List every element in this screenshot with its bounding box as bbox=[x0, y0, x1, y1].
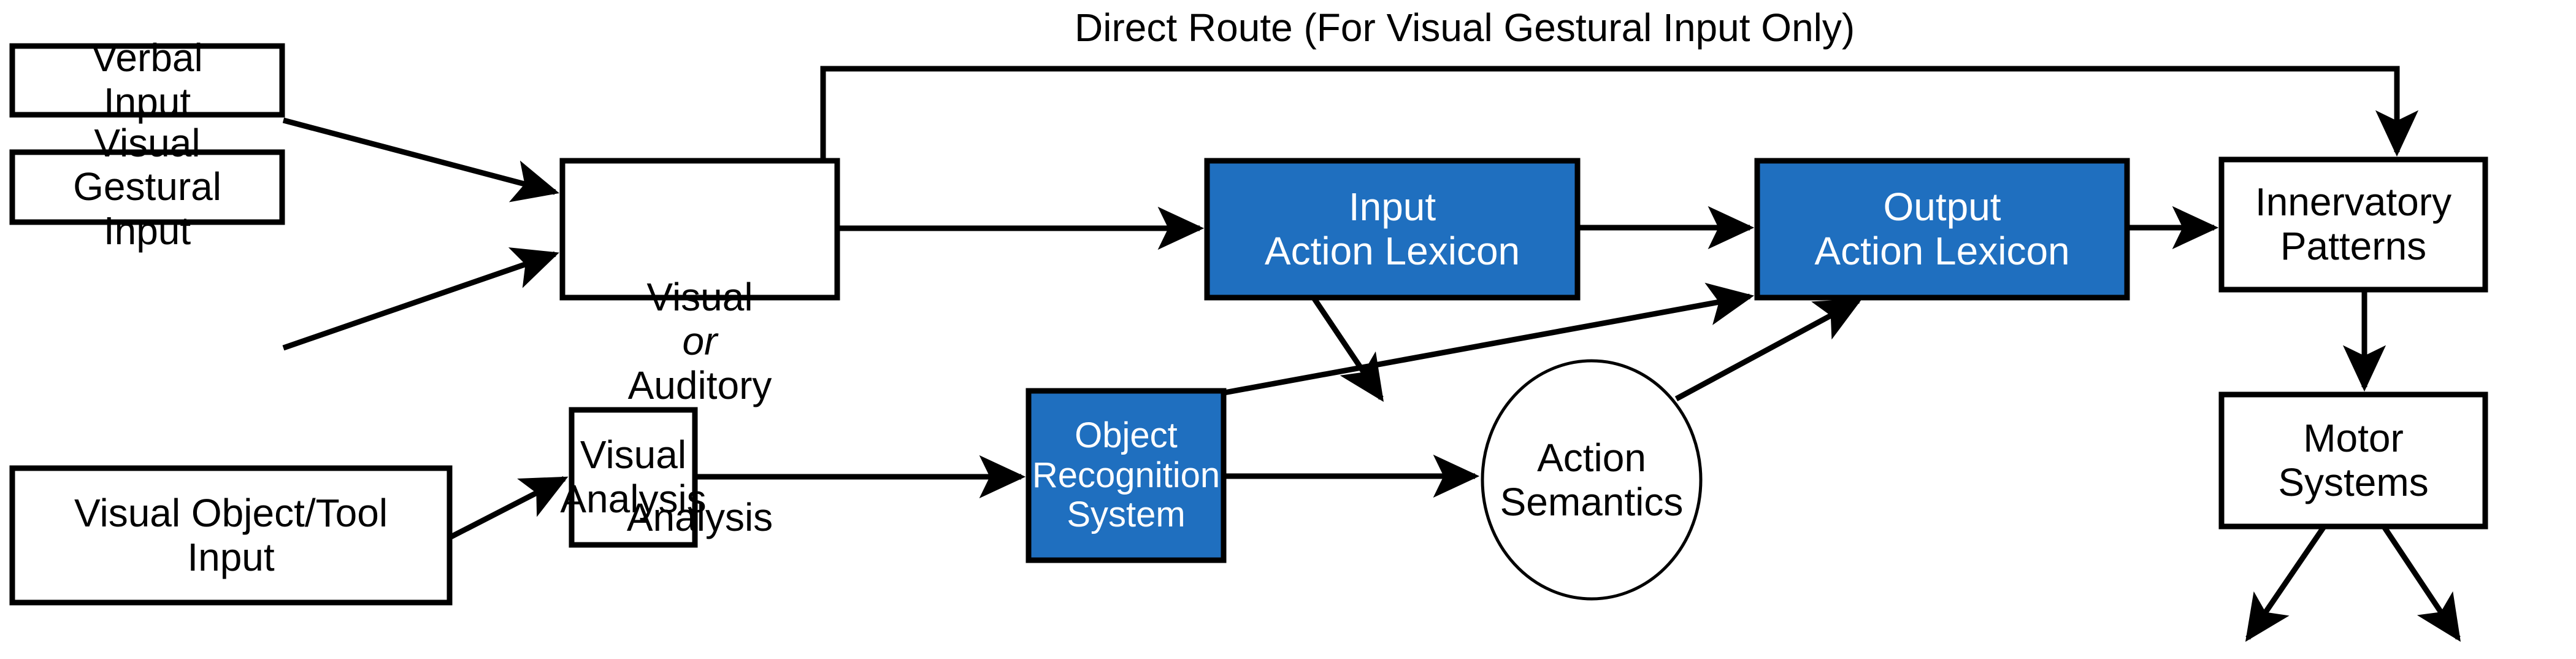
node-shape-output-action-lexicon bbox=[1754, 158, 2130, 301]
node-shapes bbox=[9, 43, 2488, 606]
node-shape-action-semantics bbox=[1481, 359, 1703, 601]
edge-ms-out-left bbox=[2245, 526, 2326, 642]
node-shape-innervatory-patterns bbox=[2218, 156, 2488, 293]
edge-ial-to-as bbox=[1312, 297, 1384, 402]
edge-verbal-to-vaa bbox=[282, 117, 559, 202]
node-shape-object-recognition-system bbox=[1025, 388, 1227, 563]
edge-object-to-va bbox=[449, 476, 569, 540]
node-shape-verbal-input bbox=[9, 43, 285, 118]
node-shape-visual-object-tool-input bbox=[9, 465, 453, 606]
edge-direct-route bbox=[820, 66, 2419, 161]
edges bbox=[282, 66, 2461, 642]
edge-ors-to-oal bbox=[1224, 282, 1755, 396]
edge-gestural-to-vaa bbox=[282, 247, 559, 351]
edge-as-to-oal bbox=[1674, 298, 1863, 401]
node-shape-visual-analysis bbox=[569, 407, 698, 548]
edge-ms-out-right bbox=[2382, 526, 2461, 642]
node-shape-input-action-lexicon bbox=[1204, 158, 1581, 301]
node-shape-visual-or-auditory-analysis bbox=[559, 158, 840, 301]
direct-route-caption: Direct Route (For Visual Gestural Input … bbox=[1075, 6, 1855, 50]
node-shape-visual-gestural-input bbox=[9, 149, 285, 225]
node-shape-motor-systems bbox=[2218, 391, 2488, 530]
